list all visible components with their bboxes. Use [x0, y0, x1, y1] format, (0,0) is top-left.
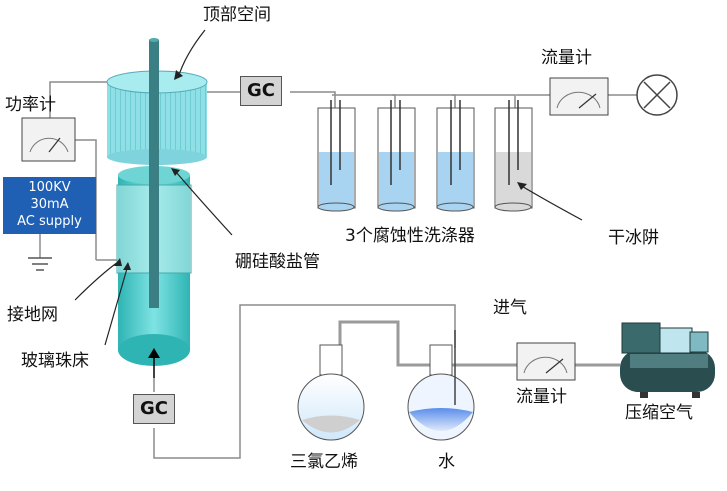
label-compressed-air: 压缩空气: [625, 403, 693, 423]
air-compressor: [620, 322, 715, 398]
scrubber-tubes: [330, 100, 519, 185]
tce-flask: [297, 344, 365, 441]
label-power-meter: 功率计: [5, 95, 56, 115]
label-tce: 三氯乙烯: [290, 452, 358, 472]
water-flask: [407, 344, 475, 441]
flow-meter-bottom-gauge: [516, 342, 576, 381]
label-water: 水: [438, 452, 455, 472]
label-dry-ice-trap: 干冰阱: [608, 228, 659, 248]
psu-type: AC supply: [17, 214, 82, 229]
label-glass-bead-bed: 玻璃珠床: [21, 351, 89, 371]
label-headspace: 顶部空间: [203, 5, 271, 25]
psu-current: 30mA: [30, 197, 69, 212]
ground-symbol: [28, 257, 52, 271]
power-meter-gauge: [21, 117, 76, 162]
label-flow-meter-top: 流量计: [541, 48, 592, 68]
air-pipe: [338, 320, 620, 398]
label-ground-mesh: 接地网: [7, 305, 58, 325]
gc-bottom-box: GC: [133, 394, 175, 424]
exhaust-vent: [636, 74, 678, 116]
reactor-assembly: [106, 38, 208, 366]
psu-voltage: 100KV: [28, 180, 71, 195]
gc-top-box: GC: [240, 76, 282, 106]
label-borosilicate-tube: 硼硅酸盐管: [235, 252, 320, 272]
power-supply-box: 100KV 30mA AC supply: [3, 177, 96, 234]
label-gas-inlet: 进气: [493, 298, 527, 318]
label-scrubbers: 3个腐蚀性洗涤器: [345, 226, 475, 246]
flow-meter-top-gauge: [549, 77, 609, 116]
caustic-scrubbers: [317, 107, 533, 212]
label-flow-meter-bottom: 流量计: [516, 387, 567, 407]
